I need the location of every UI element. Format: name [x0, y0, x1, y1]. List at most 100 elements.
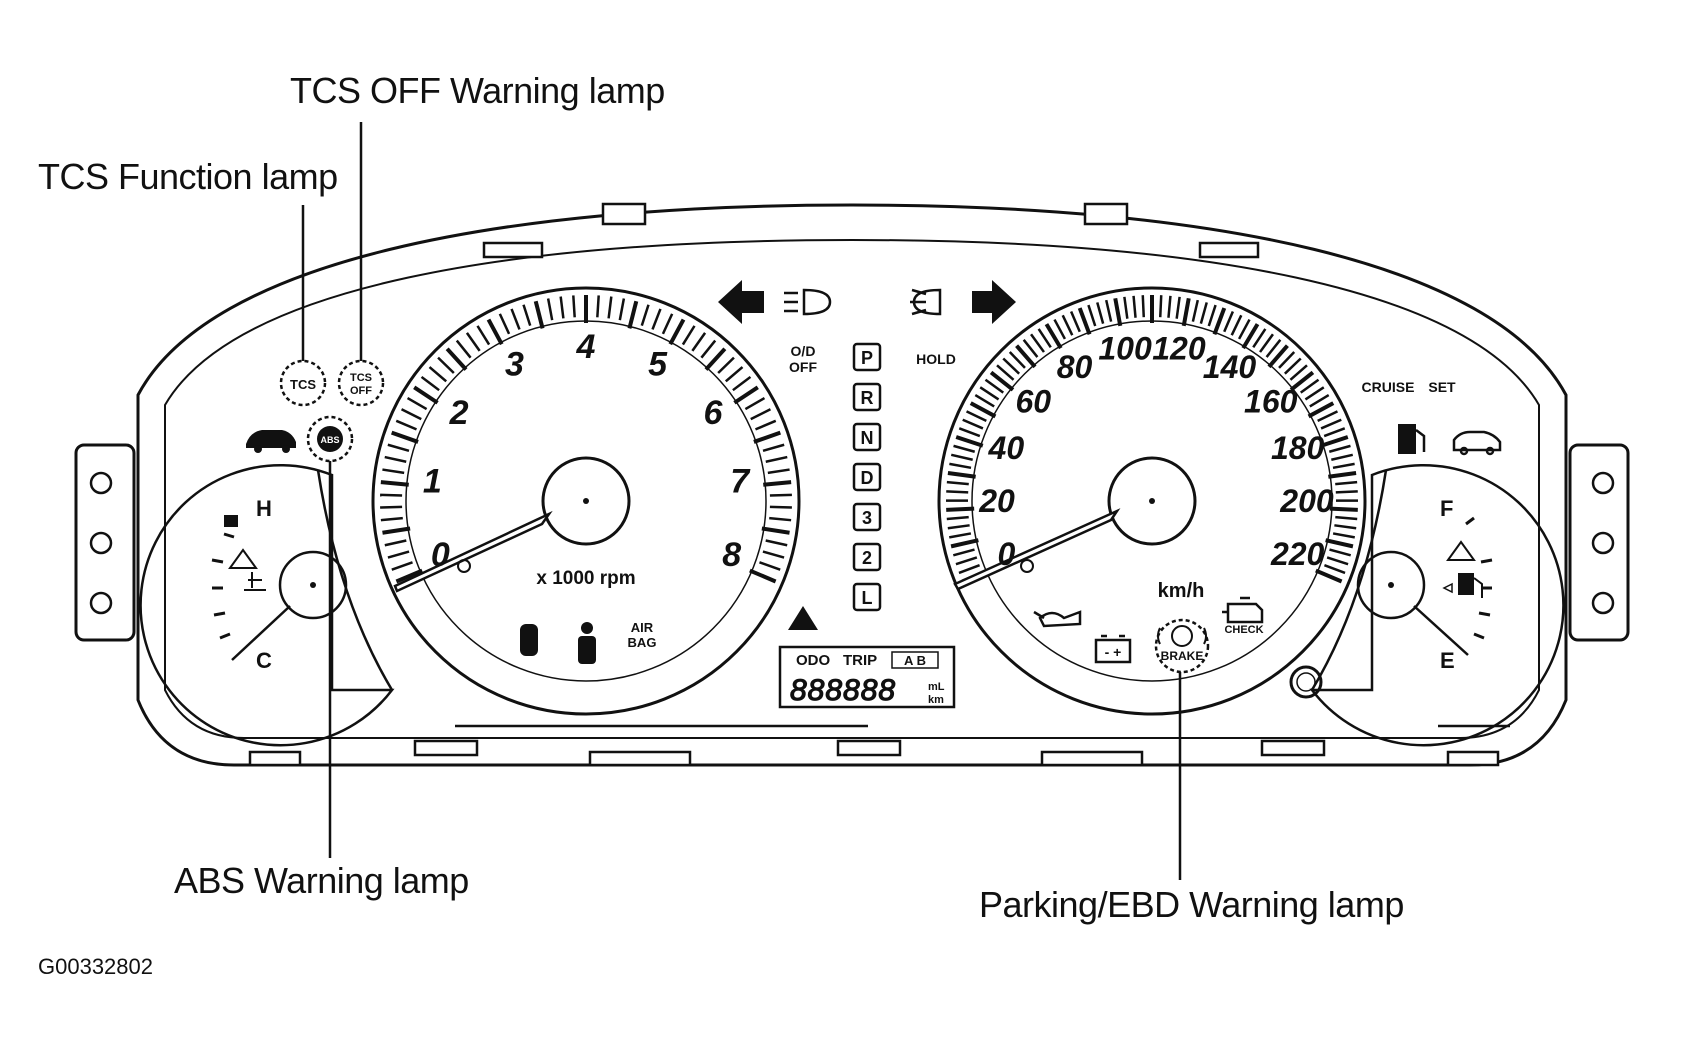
dial-tick — [1069, 311, 1081, 333]
speed-numeral-20: 20 — [978, 483, 1015, 519]
parking-ebd-warning-callout: Parking/EBD Warning lamp — [979, 884, 1404, 925]
tcs-off-lamp-text-line1: TCS — [350, 372, 372, 384]
cruise-indicator: CRUISE — [1362, 379, 1415, 395]
dial-tick — [1037, 328, 1052, 349]
dial-tick — [750, 408, 772, 421]
bottom-clip — [588, 750, 692, 767]
dial-tick — [1299, 378, 1320, 394]
dial-tick — [704, 347, 727, 371]
dial-tick — [1323, 427, 1346, 438]
dial-tick — [476, 325, 491, 346]
speed-numeral-180: 180 — [1271, 430, 1325, 466]
headlight-icon — [784, 288, 832, 316]
tcs-off-warning-callout: TCS OFF Warning lamp — [290, 70, 665, 111]
odometer-unit-ml: mL — [928, 681, 945, 693]
gear-position-L: L — [862, 588, 873, 608]
dial-tick — [1061, 314, 1074, 336]
dial-tick — [749, 568, 777, 584]
speedometer-unit-label: km/h — [1158, 580, 1205, 602]
dial-tick — [559, 296, 565, 319]
gear-box — [852, 422, 882, 452]
dial-tick — [1104, 299, 1113, 322]
tach-numeral-0: 0 — [431, 536, 450, 574]
dial-tick — [1265, 339, 1282, 358]
fog-light-icon — [910, 288, 942, 316]
dial-tick — [762, 443, 785, 452]
low-fuel-icon — [1398, 424, 1426, 454]
gear-box — [852, 342, 882, 372]
brake-lamp-text: BRAKE — [1161, 649, 1204, 663]
dial-tick — [445, 347, 468, 371]
tach-numeral-4: 4 — [576, 328, 596, 366]
warning-triangle-icon — [1446, 540, 1476, 561]
dial-tick — [767, 468, 790, 475]
gear-position-P: P — [861, 348, 873, 368]
dial-tick — [1158, 295, 1163, 318]
dial-tick — [510, 308, 521, 330]
cluster-housing-outer — [136, 203, 1568, 767]
mount-hole — [89, 471, 113, 495]
dial-tick — [618, 298, 626, 321]
dial-tick — [1267, 344, 1289, 369]
mount-hole — [1591, 531, 1615, 555]
dial-tick — [607, 296, 613, 319]
fuel-pump-icon — [1442, 573, 1483, 598]
dial-tick — [380, 516, 403, 522]
turn-right-arrow-icon — [972, 280, 1016, 324]
gear-position-D: D — [861, 468, 874, 488]
speed-numeral-100: 100 — [1098, 331, 1152, 367]
dial-tick — [395, 419, 417, 431]
bottom-clip — [1040, 750, 1144, 767]
od-off-indicator-line2: OFF — [789, 359, 817, 375]
dial-tick — [1141, 295, 1146, 318]
turn-left-arrow-icon — [718, 280, 764, 324]
dial-tick — [1304, 386, 1325, 401]
check-engine-icon — [1222, 596, 1264, 624]
gear-position-R: R — [861, 388, 874, 408]
dial-tick — [1113, 297, 1123, 327]
dial-tick — [962, 418, 984, 430]
dial-tick — [400, 408, 422, 421]
gear-position-2: 2 — [862, 548, 872, 568]
dial-tick — [1332, 462, 1355, 470]
dial-tick — [651, 308, 662, 330]
dial-tick — [765, 455, 788, 463]
airbag-indicator-line2: BAG — [628, 635, 657, 650]
dial-tick — [724, 366, 744, 383]
dial-tick — [1132, 295, 1137, 318]
mount-hole — [89, 591, 113, 615]
dial-tick — [1334, 524, 1357, 530]
tachometer-unit-label: x 1000 rpm — [536, 568, 635, 589]
dial-tick — [949, 462, 972, 470]
dial-tick — [382, 526, 411, 535]
dial-tick — [437, 356, 455, 374]
odo-label: ODO — [796, 652, 831, 669]
dial-tick — [420, 375, 440, 392]
dial-tick — [661, 313, 674, 335]
dial-tick — [1096, 302, 1105, 324]
dial-tick — [382, 468, 405, 475]
dial-tick — [380, 480, 409, 487]
dial-tick — [1191, 299, 1200, 322]
dial-tick — [1335, 515, 1358, 521]
dial-tick — [1123, 296, 1129, 319]
dial-tick — [522, 304, 532, 327]
left-mount-tab — [74, 443, 136, 642]
fuel-gauge-needle — [1413, 605, 1469, 656]
odometer-display — [778, 645, 956, 709]
car-skid-icon — [246, 430, 296, 453]
brake-circle-icon — [1171, 625, 1193, 647]
temperature-gauge-hub — [278, 550, 348, 620]
seatbelt-mini-icon — [224, 515, 238, 527]
parking-ebd-warning-lamp — [1154, 618, 1210, 674]
dial-tick — [387, 443, 410, 452]
speedometer-needle — [953, 508, 1121, 591]
dial-tick — [1307, 401, 1335, 419]
dial-tick — [384, 455, 407, 463]
dial-tick — [691, 332, 707, 352]
dial-tick — [1022, 339, 1039, 358]
dial-tick — [958, 427, 981, 438]
tach-numeral-2: 2 — [449, 394, 469, 432]
temp-hot-label: H — [256, 496, 272, 521]
